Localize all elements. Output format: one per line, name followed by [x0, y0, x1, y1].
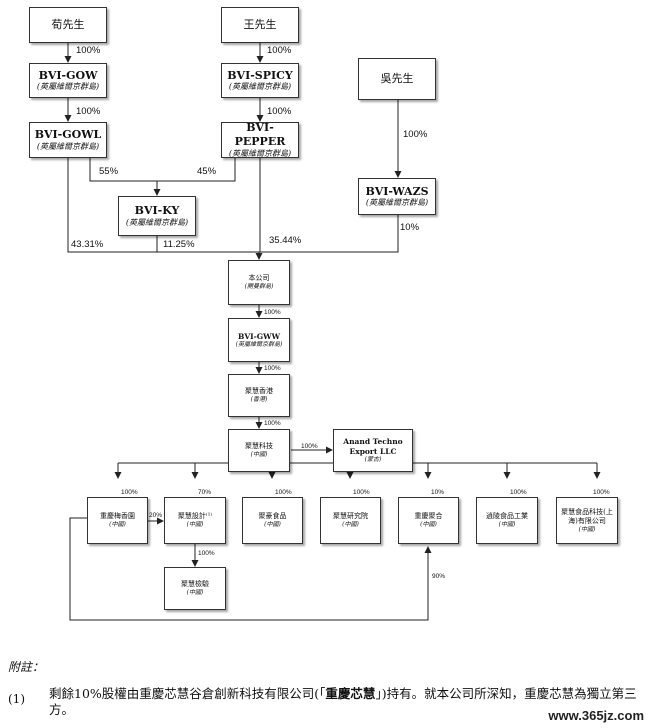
edge-label-wu-wazs: 100%	[403, 129, 428, 140]
ownership-structure-diagram: 荀先生 王先生 吳先生 BVI-GOW (英屬維爾京群島) BVI-SPICY …	[29, 7, 618, 621]
node-c1: 重慶梅香園 (中國)	[87, 497, 148, 544]
node-mr-gou: 荀先生	[29, 7, 107, 43]
node-name: BVI-WAZS	[365, 184, 429, 198]
node-mr-wu: 吳先生	[358, 58, 436, 100]
edge-label-tech-c1: 100%	[121, 489, 138, 496]
node-c2: 聚慧設計⁽¹⁾ (中國)	[164, 497, 226, 544]
edge-label-tech-c5: 10%	[431, 489, 445, 496]
node-jurisdiction: (中國)	[109, 521, 126, 529]
node-jurisdiction: (英屬維爾京群島)	[228, 82, 292, 92]
node-name: 聚慧香港	[245, 387, 273, 396]
note-text-post: 」)持有。就本公司所深知，重慶芯慧為獨立第三方。	[49, 686, 637, 717]
node-jurisdiction: (蒙古)	[364, 456, 382, 464]
node-name: BVI-GOW	[38, 68, 98, 82]
node-hk: 聚慧香港 (香港)	[228, 374, 290, 417]
node-c4: 聚慧研究院 (中國)	[320, 497, 381, 544]
note-text-pre: 剩餘10%股權由重慶芯慧谷倉創新科技有限公司(「	[49, 686, 326, 701]
node-name: 聚慧設計⁽¹⁾	[177, 512, 213, 521]
edge-label-tech-c6: 100%	[510, 489, 527, 496]
node-jurisdiction: (中國)	[578, 525, 596, 533]
node-jurisdiction: (中國)	[250, 451, 268, 459]
edge-label-spicy-pepper: 100%	[267, 106, 292, 117]
edge-label-tech-c2: 70%	[198, 489, 212, 496]
edge-label-company-gww: 100%	[264, 309, 281, 316]
node-name: 吳先生	[380, 72, 414, 86]
edge-label-gowl-company: 43.31%	[71, 239, 104, 250]
edge-label-gou-gow: 100%	[76, 45, 101, 56]
edge-label-tech-c7: 100%	[593, 489, 610, 496]
edge-label-tech-c4: 100%	[353, 489, 370, 496]
node-jurisdiction: (中國)	[342, 521, 359, 529]
node-jurisdiction: (中國)	[186, 589, 204, 597]
node-jurisdiction: (中國)	[264, 521, 281, 529]
edge-label-tech-anand: 100%	[301, 443, 318, 450]
note-text-bold: 重慶芯慧	[325, 686, 376, 701]
node-name: BVI-GWW	[237, 331, 281, 341]
edge-label-wazs-company: 10%	[400, 222, 420, 233]
node-bvi-gow: BVI-GOW (英屬維爾京群島)	[29, 63, 107, 98]
node-jurisdiction: (英屬維爾京群島)	[235, 340, 283, 348]
node-jurisdiction: (英屬維爾京群島)	[36, 82, 100, 92]
note-text: 剩餘10%股權由重慶芯慧谷倉創新科技有限公司(「重慶芯慧」)持有。就本公司所深知…	[49, 686, 647, 718]
note-number: (1)	[8, 692, 25, 706]
node-jurisdiction: (中國)	[498, 521, 516, 529]
edge-label-gww-hk: 100%	[264, 365, 281, 372]
edge-label-pepper-ky: 45%	[197, 166, 217, 177]
node-c8: 聚慧檢驗 (中國)	[164, 567, 226, 610]
node-anand: Anand Techno Export LLC (蒙古)	[333, 429, 413, 472]
node-name: 重慶聚合	[414, 512, 443, 521]
node-name: 王先生	[243, 18, 277, 32]
edge-label-c1-c2: 20%	[149, 512, 163, 519]
node-name: 本公司	[248, 274, 270, 283]
node-name: 聚慧科技	[245, 442, 273, 451]
node-name: 聚豪食品	[258, 512, 287, 521]
node-jurisdiction: (英屬維爾京群島)	[365, 198, 429, 208]
node-jurisdiction: (中國)	[186, 521, 204, 529]
edge-label-c1-c5: 90%	[432, 573, 446, 580]
node-c3: 聚豪食品 (中國)	[242, 497, 303, 544]
edge-label-hk-tech: 100%	[264, 420, 281, 427]
node-c7: 聚慧食品科技(上海)有限公司 (中國)	[556, 497, 618, 544]
node-name: 聚慧食品科技(上海)有限公司	[561, 508, 613, 525]
node-name: BVI-GOWL	[34, 128, 102, 142]
edge-label-pepper-company: 35.44%	[269, 235, 302, 246]
edge-label-tech-c3: 100%	[275, 489, 292, 496]
node-bvi-spicy: BVI-SPICY (英屬維爾京群島)	[221, 63, 299, 98]
edge-label-c2-c8: 100%	[198, 550, 215, 557]
node-name: 重慶梅香園	[100, 512, 135, 521]
node-jurisdiction: (英屬維爾京群島)	[228, 148, 292, 158]
node-bvi-pepper: BVI-PEPPER (英屬維爾京群島)	[221, 121, 299, 158]
node-name: BVI-KY	[134, 204, 180, 218]
node-bvi-gowl: BVI-GOWL (英屬維爾京群島)	[29, 122, 107, 158]
node-jurisdiction: (開曼群島)	[244, 283, 274, 291]
node-name: Anand Techno Export LLC	[343, 437, 403, 456]
edge-label-wang-spicy: 100%	[267, 45, 292, 56]
notes-section: 附註： (1) 剩餘10%股權由重慶芯慧谷倉創新科技有限公司(「重慶芯慧」)持有…	[0, 648, 650, 728]
edge-label-ky-company: 11.25%	[163, 239, 195, 250]
edge-label-gowl-ky: 55%	[99, 166, 119, 177]
node-jurisdiction: (香港)	[250, 396, 268, 404]
node-name: 荀先生	[51, 18, 85, 32]
node-bvi-gww: BVI-GWW (英屬維爾京群島)	[228, 318, 290, 362]
node-name: BVI-PEPPER	[234, 121, 286, 148]
node-jurisdiction: (英屬維爾京群島)	[36, 141, 100, 151]
edge-label-gow-gowl: 100%	[76, 106, 101, 117]
node-bvi-wazs: BVI-WAZS (英屬維爾京群島)	[358, 178, 436, 215]
node-name: BVI-SPICY	[227, 68, 293, 82]
node-jurisdiction: (英屬維爾京群島)	[125, 217, 189, 227]
node-c6: 逍陵食品工業 (中國)	[476, 497, 538, 544]
node-name: 聚慧研究院	[333, 512, 368, 521]
node-mr-wang: 王先生	[221, 7, 299, 43]
node-jurisdiction: (中國)	[420, 521, 437, 529]
node-name: 聚慧檢驗	[181, 580, 209, 589]
node-c5: 重慶聚合 (中國)	[398, 497, 459, 544]
node-bvi-ky: BVI-KY (英屬維爾京群島)	[118, 196, 196, 236]
node-company: 本公司 (開曼群島)	[228, 260, 290, 305]
notes-title: 附註：	[8, 660, 45, 674]
watermark: www.365jz.com	[548, 708, 644, 723]
node-tech: 聚慧科技 (中國)	[228, 429, 290, 472]
node-name: 逍陵食品工業	[486, 512, 528, 521]
